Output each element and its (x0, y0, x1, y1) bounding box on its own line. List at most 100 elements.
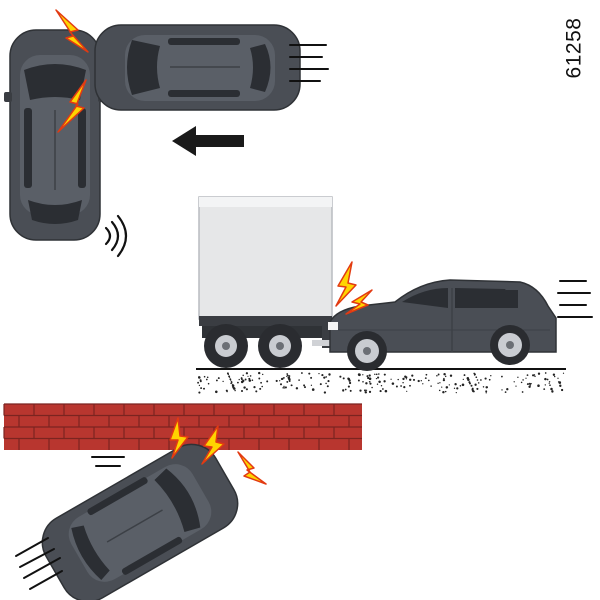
gravel-dot (286, 380, 289, 383)
car-top-view-angled (41, 443, 239, 600)
gravel-dot (242, 374, 244, 377)
gravel-dot (558, 381, 562, 384)
gravel-dot (376, 383, 379, 385)
figure-reference-number-container: 61258 (548, 8, 600, 88)
scene-wall-impact (3, 403, 362, 600)
gravel-dot (485, 392, 487, 394)
lightning-bolt-icon (345, 289, 373, 315)
gravel-dot (557, 377, 559, 379)
gravel-dot (469, 382, 471, 385)
gravel-dot (406, 390, 408, 392)
gravel-dot (405, 378, 408, 380)
gravel-dot (255, 390, 258, 393)
gravel-dot (402, 377, 405, 381)
gravel-dot (537, 384, 540, 387)
lightning-bolt-icon (201, 425, 225, 465)
sound-wave-icon (104, 214, 128, 258)
gravel-dot (544, 384, 546, 386)
gravel-dot (283, 377, 285, 379)
gravel-dot (422, 383, 424, 385)
gravel-dot (430, 385, 432, 387)
gravel-dot (384, 389, 388, 393)
gravel-dot (409, 378, 412, 381)
gravel-dot (455, 392, 457, 394)
gravel-dot (482, 386, 485, 388)
gravel-dot (454, 383, 457, 386)
gravel-dot (411, 374, 414, 377)
gravel-dot (325, 382, 327, 385)
gravel-dot (439, 382, 441, 384)
gravel-dot (375, 377, 378, 380)
gravel-dot (282, 386, 285, 389)
gravel-dot (247, 375, 249, 377)
gravel-dot (543, 388, 546, 390)
gravel-dot (552, 373, 556, 376)
gravel-dot (501, 375, 503, 378)
gravel-dot (244, 378, 247, 381)
truck-trailer (198, 196, 344, 368)
gravel-dot (222, 380, 224, 383)
gravel-dot (215, 379, 218, 382)
gravel-dot (242, 379, 245, 382)
gravel-dot (546, 378, 549, 381)
gravel-dot (473, 374, 476, 376)
gravel-dot (347, 385, 350, 388)
gravel-dot (249, 375, 252, 377)
gravel-dot (549, 384, 551, 387)
gravel-dot (198, 384, 201, 387)
lightning-bolt-icon (169, 417, 189, 459)
gravel-dot (362, 381, 364, 383)
gravel-dot (461, 383, 465, 387)
gravel-dot (318, 372, 320, 375)
gravel-dot (445, 386, 449, 389)
gravel-dot (528, 382, 531, 385)
gravel-dot (245, 372, 249, 375)
gravel-dot (205, 378, 208, 381)
gravel-dot (437, 382, 439, 385)
gravel-dot (534, 375, 536, 378)
gravel-dot (326, 385, 329, 388)
gravel-dot (537, 372, 541, 375)
gravel-dot (279, 383, 283, 386)
gravel-dot (288, 375, 291, 377)
scene-rear-underride (196, 196, 593, 394)
gravel-dot (198, 376, 201, 379)
gravel-dot (233, 387, 236, 390)
gravel-dot (474, 383, 477, 386)
truck-wheel (258, 324, 302, 368)
gravel-dot (261, 373, 264, 376)
gravel-dot (438, 389, 441, 392)
gravel-dot (562, 372, 565, 374)
gravel-dot (245, 388, 248, 391)
gravel-dot (378, 373, 380, 375)
gravel-dot (339, 375, 342, 378)
gravel-dot (251, 379, 254, 381)
gravel-dot (260, 381, 262, 384)
gravel-dot (484, 377, 487, 380)
gravel-dot (544, 377, 547, 381)
gravel-dot (548, 382, 550, 384)
gravel-dot (248, 377, 251, 380)
gravel-dot (520, 381, 523, 384)
gravel-dot (380, 385, 383, 387)
gravel-dot (366, 375, 369, 378)
gravel-dot (327, 380, 330, 383)
gravel-dot (206, 376, 209, 379)
gravel-dot (417, 379, 420, 383)
gravel-dot (462, 378, 464, 381)
gravel-dot (349, 389, 352, 392)
gravel-dot (442, 378, 446, 382)
car-side-view (328, 279, 557, 371)
truck-wheel (204, 324, 248, 368)
gravel-dot (368, 374, 371, 377)
gravel-dot (348, 379, 351, 382)
gravel-dot (554, 375, 556, 378)
gravel-dot (390, 378, 392, 380)
gravel-dot (310, 384, 313, 386)
gravel-dot (217, 377, 220, 380)
gravel-dot (377, 376, 380, 379)
gravel-dot (490, 375, 492, 377)
gravel-dot (286, 373, 289, 375)
gravel-dot (367, 376, 370, 380)
